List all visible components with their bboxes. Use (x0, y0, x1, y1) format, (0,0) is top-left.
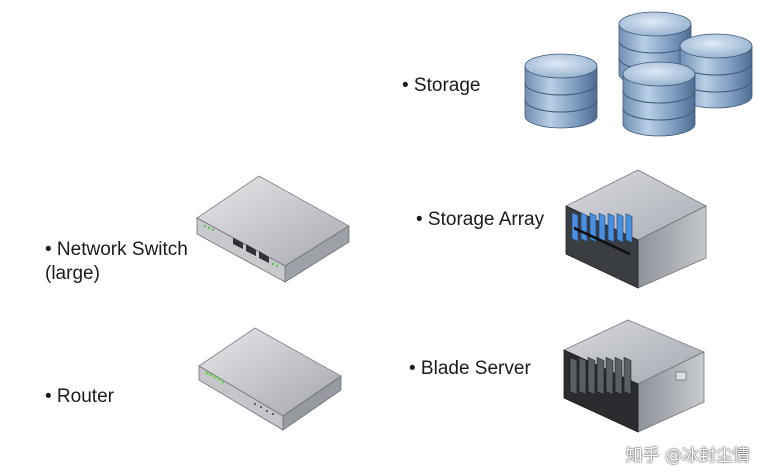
label-storage-array: • Storage Array (416, 209, 545, 230)
blade-server-icon (563, 319, 705, 433)
label-router: • Router (45, 386, 114, 407)
label-storage: • Storage (402, 75, 481, 96)
network-switch-icon (196, 175, 350, 283)
router-icon (198, 327, 342, 431)
label-blade-server: • Blade Server (409, 358, 531, 379)
label-network-switch: • Network Switch (large) (45, 239, 188, 284)
storage-array-icon (565, 169, 707, 289)
watermark: 知乎 @冰封尘情 (625, 446, 750, 466)
database-cluster-icon (524, 11, 753, 137)
